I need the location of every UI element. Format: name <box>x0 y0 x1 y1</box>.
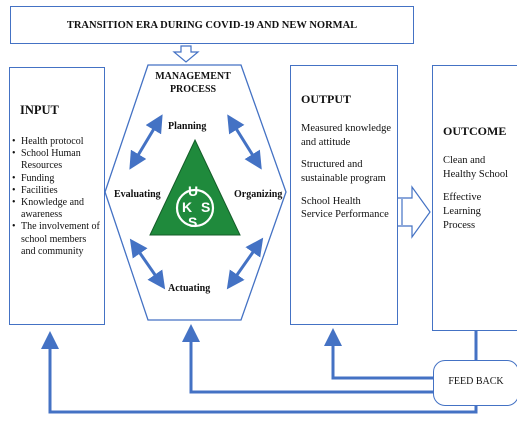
outcome-list: Clean and Healthy School Effective Learn… <box>443 154 515 242</box>
input-item: The involvement of school members and co… <box>12 221 102 258</box>
title-down-arrow <box>172 45 200 63</box>
feedback-box: FEED BACK <box>433 360 517 406</box>
uks-logo-triangle <box>149 138 241 236</box>
input-item: Funding <box>12 173 102 185</box>
outcome-heading: OUTCOME <box>443 124 507 138</box>
input-box: INPUT Health protocol School Human Resou… <box>9 67 105 325</box>
outcome-box: OUTCOME Clean and Healthy School Effecti… <box>432 65 517 331</box>
uks-logo-letter-k: K <box>182 199 193 215</box>
feedback-to-output-line <box>324 328 433 380</box>
uks-logo-letter-s: S <box>201 199 211 215</box>
planning-organizing-arrow <box>227 114 262 170</box>
outcome-item: Clean and Healthy School <box>443 155 509 180</box>
output-item: School Health Service Performance <box>301 195 389 221</box>
organizing-label: Organizing <box>234 189 283 200</box>
output-item: Measured knowledge and attitude <box>301 123 392 148</box>
uks-logo-letter-u: U <box>188 183 199 199</box>
output-box: OUTPUT Measured knowledge and attitude S… <box>290 65 398 325</box>
input-item: School Human Resources <box>12 148 102 172</box>
input-heading: INPUT <box>20 103 59 117</box>
evaluating-planning-arrow <box>129 114 163 170</box>
input-item: Health protocol <box>12 136 102 148</box>
actuating-label: Actuating <box>168 283 211 294</box>
input-list: Health protocol School Human Resources F… <box>12 136 102 258</box>
feedback-label: FEED BACK <box>448 376 504 387</box>
output-to-outcome-arrow <box>396 185 431 239</box>
outcome-item: Effective Learning Process <box>443 192 482 231</box>
actuating-evaluating-arrow <box>129 238 166 290</box>
uks-logo-letter-s2: S <box>188 214 198 230</box>
evaluating-label: Evaluating <box>114 189 161 200</box>
planning-label: Planning <box>168 121 207 132</box>
input-item: Facilities <box>12 185 102 197</box>
uks-logo-ring <box>175 188 215 228</box>
input-item: Knowledge and awareness <box>12 197 102 221</box>
organizing-actuating-arrow <box>226 237 264 290</box>
title-box: TRANSITION ERA DURING COVID-19 AND NEW N… <box>10 6 414 44</box>
output-item: Structured and sustainable program <box>301 159 386 184</box>
feedback-to-input-line <box>41 331 478 414</box>
management-heading-line2: PROCESS <box>169 84 217 95</box>
diagram-title: TRANSITION ERA DURING COVID-19 AND NEW N… <box>66 20 358 31</box>
output-heading: OUTPUT <box>301 92 352 106</box>
output-list: Measured knowledge and attitude Structur… <box>301 122 393 231</box>
management-heading-line1: MANAGEMENT <box>155 71 231 82</box>
